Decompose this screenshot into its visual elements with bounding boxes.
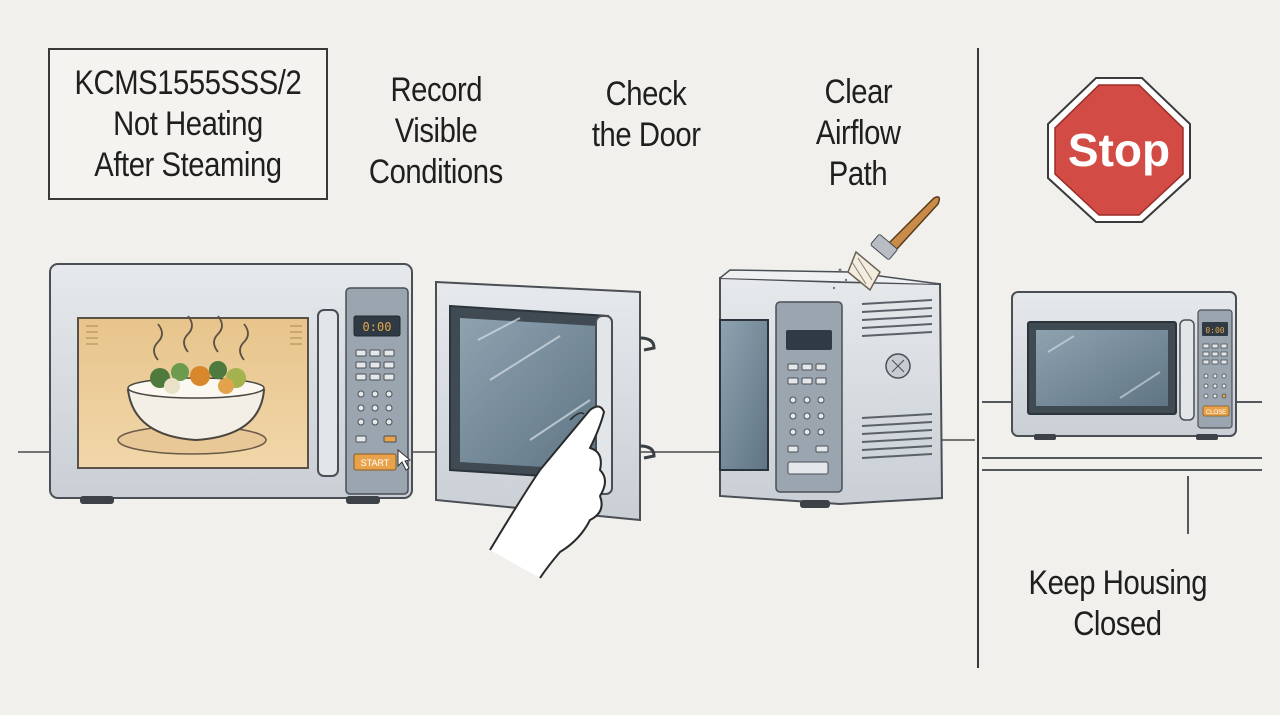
step-door-line1: Check (605, 75, 687, 113)
step-record-line2: Visible (394, 112, 478, 150)
title-model-number: KCMS1555SSS/2 (74, 63, 302, 102)
pointing-hand-icon (489, 405, 606, 579)
microwave-steaming: 0:00 START (49, 263, 413, 504)
cabinet-lines (982, 401, 1262, 534)
side-vent-grille (861, 299, 933, 459)
title-problem-line2: After Steaming (94, 145, 282, 184)
step-caption-airflow: Clear Airflow Path (768, 72, 948, 195)
microwave-closed: 0:00 CLOSE (1011, 291, 1237, 440)
microwave-1-start-label: START (361, 458, 390, 468)
microwave-airflow (719, 196, 944, 508)
step-caption-door: Check the Door (556, 74, 736, 156)
step-airflow-line3: Path (828, 155, 888, 193)
microwave-4-display: 0:00 (1205, 326, 1224, 335)
step-record-line1: Record (390, 71, 482, 109)
cursor-icon (397, 448, 412, 471)
microwave-door-check (435, 280, 656, 579)
step-caption-record: Record Visible Conditions (346, 70, 526, 193)
step-record-line3: Conditions (369, 153, 503, 191)
step-airflow-line1: Clear (824, 73, 892, 111)
stop-sign-text: Stop (1068, 124, 1170, 176)
microwave-1-display: 0:00 (363, 320, 392, 334)
step-airflow-line2: Airflow (815, 114, 901, 152)
title-problem-line1: Not Heating (113, 104, 263, 143)
stop-caption-line1: Keep Housing (1028, 564, 1207, 602)
stop-sign: Stop (1047, 77, 1191, 223)
title-box: KCMS1555SSS/2 Not Heating After Steaming (48, 48, 328, 200)
microwave-4-button-label: CLOSE (1206, 410, 1226, 416)
stop-caption-line2: Closed (1073, 605, 1162, 643)
stop-caption: Keep Housing Closed (1015, 563, 1220, 645)
step-door-line2: the Door (591, 116, 701, 154)
brush-icon (832, 196, 941, 292)
